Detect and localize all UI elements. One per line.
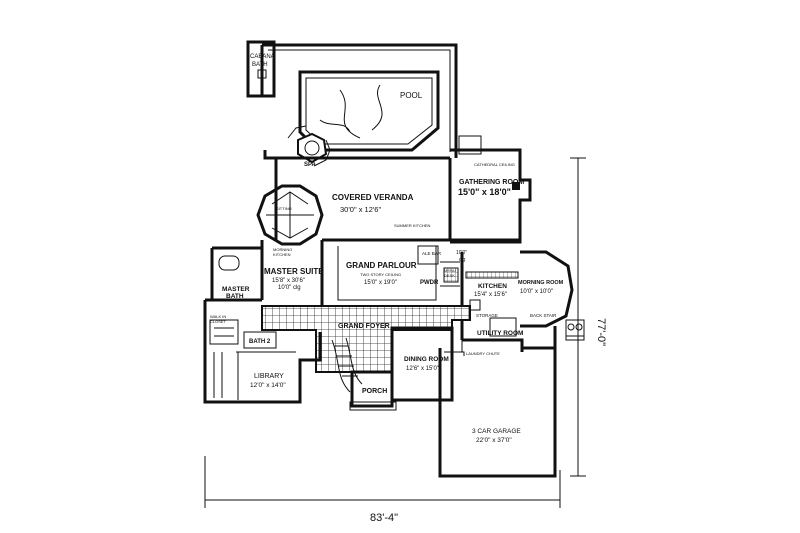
gathering-note: CATHEDRAL CEILING	[474, 162, 515, 167]
morning-kitchen-2: KITCHEN	[273, 252, 291, 257]
garage-size: 22'0" x 37'0"	[476, 437, 512, 444]
pool	[298, 70, 440, 152]
morning-room-size: 10'0" x 10'0"	[520, 289, 553, 295]
veranda-name: COVERED VERANDA	[332, 193, 414, 202]
storage-label: STORAGE	[476, 313, 498, 318]
morning-room-name: MORNING ROOM	[518, 280, 564, 286]
kitchen-size: 15'4" x 15'6"	[474, 292, 507, 298]
closet-label-1: WALK IN	[210, 314, 226, 319]
pool-courtyard	[246, 40, 482, 167]
cabana-bath-block	[246, 40, 276, 98]
gathering-name: GATHERING ROOM	[459, 179, 524, 186]
gathering-size: 15'0" x 18'0"	[458, 187, 511, 197]
parlour-name: GRAND PARLOUR	[346, 261, 417, 270]
closet-label-2: CLOSET	[210, 319, 227, 324]
ten-clg-1: 10'0"	[456, 250, 467, 256]
grand-foyer-label: GRAND FOYER	[338, 323, 390, 330]
laundry-chute-label: LAUNDRY CHUTE	[466, 351, 500, 356]
menu-desk-2: DESK	[444, 273, 455, 278]
library-size: 12'0" x 14'0"	[250, 382, 286, 389]
bath2-label: BATH 2	[249, 339, 271, 345]
depth-dimension: 77'-0"	[595, 318, 607, 346]
cabana-label-1: CABANA	[250, 54, 275, 60]
width-dimension: 83'-4"	[370, 512, 398, 524]
dimension-lines	[204, 157, 586, 508]
summer-kitchen-label: SUMMER KITCHEN	[394, 223, 431, 228]
pool-label: POOL	[400, 91, 423, 100]
back-stair-label: BACK STAIR	[530, 313, 557, 318]
parlour-note: TWO STORY CEILING	[360, 272, 401, 277]
svg-text:BATH: BATH	[252, 62, 268, 68]
parlour-size: 15'0" x 19'0"	[364, 280, 397, 286]
room-labels: CABANA BATH POOL SPA COVERED VERANDA 30'…	[210, 54, 607, 524]
svg-text:CABANA: CABANA	[250, 54, 275, 60]
house-walls	[203, 148, 585, 478]
master-suite-name: MASTER SUITE	[264, 267, 324, 276]
spa	[297, 132, 328, 164]
dining-room-name: DINING ROOM	[404, 356, 449, 363]
veranda-size: 30'0" x 12'6"	[340, 205, 381, 214]
master-bath-2: BATH	[226, 293, 244, 300]
cabana-label-2: BATH	[252, 62, 268, 68]
menu-desk-1: MENU	[444, 268, 456, 273]
kitchen-name: KITCHEN	[478, 283, 507, 290]
master-bath-1: MASTER	[222, 286, 250, 293]
spa-label: SPA	[304, 162, 317, 168]
ale-bar-label: ALE BAR	[422, 251, 442, 256]
garage-name: 3 CAR GARAGE	[472, 428, 521, 435]
master-suite-size: 15'8" x 30'6"	[272, 278, 305, 284]
pwdr-label: PWDR	[420, 280, 439, 286]
porch-label: PORCH	[362, 388, 387, 395]
morning-kitchen-1: MORNING	[273, 247, 292, 252]
dining-room-size: 12'6" x 15'0"	[406, 366, 439, 372]
library-name: LIBRARY	[254, 373, 284, 380]
master-suite-note: 10'0" clg	[278, 285, 301, 291]
ten-clg-2: clg	[459, 257, 466, 263]
sitting-label: SITTING	[276, 206, 292, 211]
utility-room-label: UTILITY ROOM	[477, 330, 523, 337]
